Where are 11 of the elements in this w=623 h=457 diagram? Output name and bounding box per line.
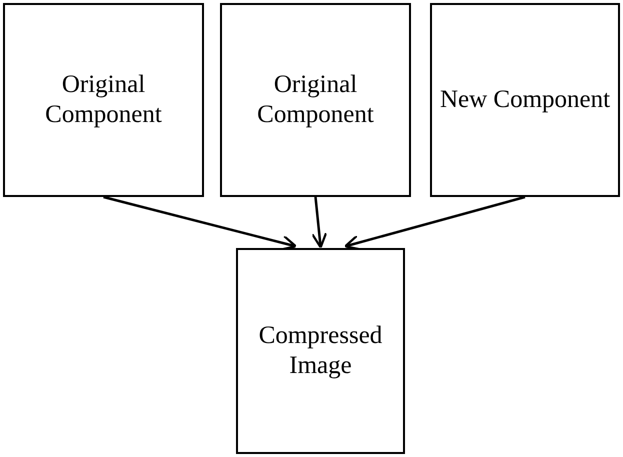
process-box (236, 248, 405, 454)
arrow (311, 196, 328, 249)
arrow (103, 196, 297, 251)
arrow (344, 196, 526, 251)
box-label: New Component (440, 85, 610, 115)
box-label: Original Component (44, 70, 163, 130)
process-box (220, 3, 411, 197)
box-label: Original Component (256, 70, 375, 130)
box-label: Compressed Image (258, 321, 384, 381)
process-box (3, 3, 204, 197)
process-box (430, 3, 620, 197)
